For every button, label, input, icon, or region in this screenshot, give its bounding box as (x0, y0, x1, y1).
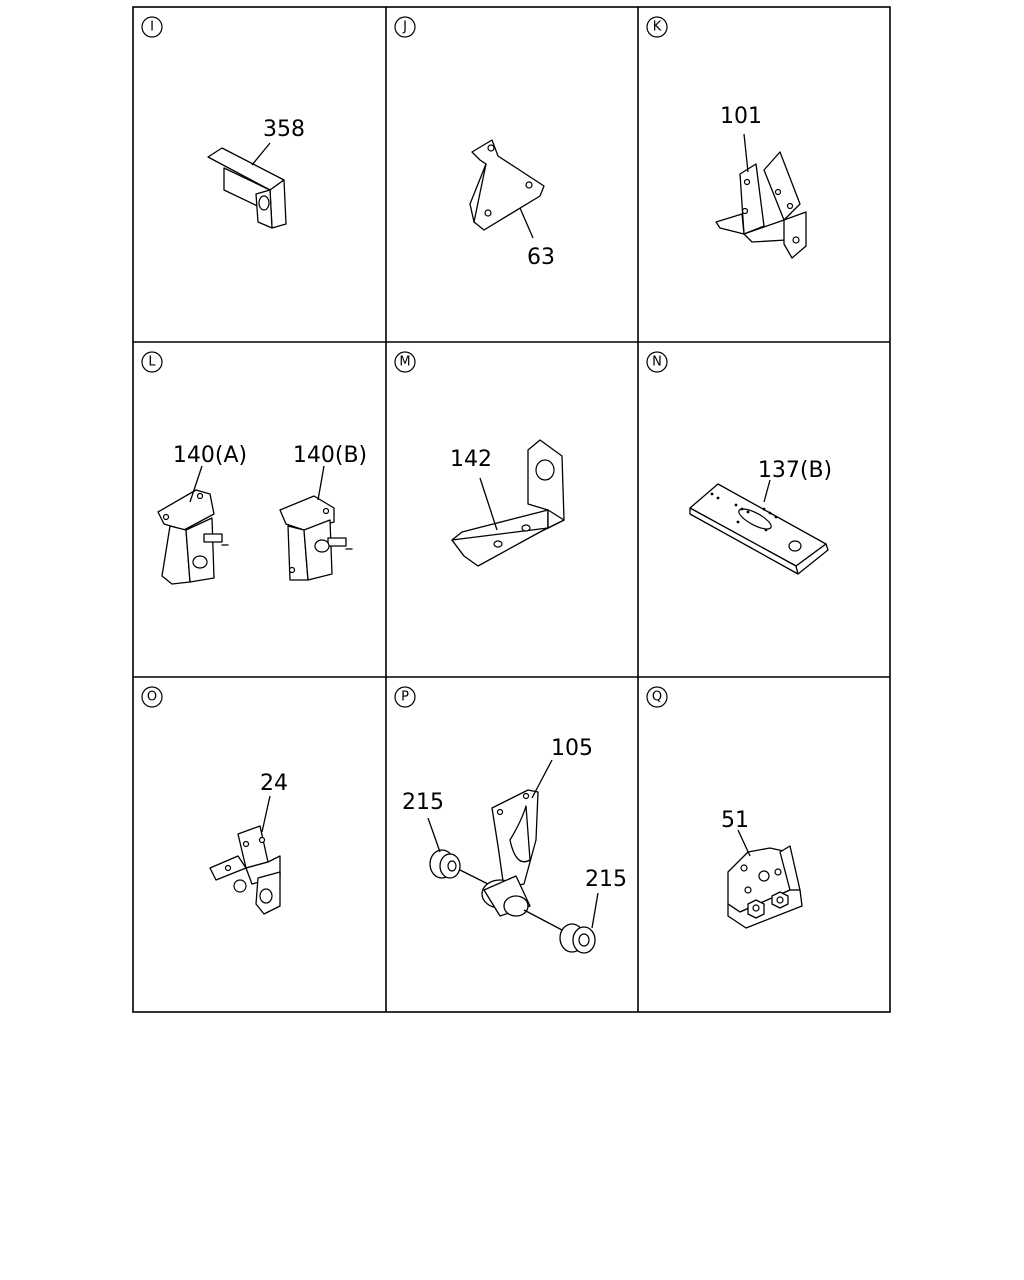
part-number-label: 358 (263, 117, 305, 142)
panel-letter-n: N (646, 351, 668, 373)
part-number-label: 24 (260, 771, 288, 796)
part-number-label: 101 (720, 104, 762, 129)
panel-letter-text: N (652, 355, 662, 370)
panel-letter-text: O (147, 690, 157, 705)
panel-q: Q 51 (646, 686, 803, 929)
part-number-label: 137(B) (758, 458, 832, 483)
panel-letter-text: P (401, 690, 409, 705)
panel-letter-q: Q (646, 686, 668, 708)
shackle-bracket-part (481, 789, 539, 917)
panel-letter-text: J (402, 20, 407, 35)
part-number-label: 105 (551, 736, 593, 761)
part-number-label: 142 (450, 447, 492, 472)
mounting-bracket-part (715, 151, 807, 259)
part-number-label: 215 (585, 867, 627, 892)
part-number-label: 140(A) (173, 443, 247, 468)
offset-bracket-part (469, 139, 545, 231)
panel-letter-k: K (646, 16, 668, 38)
panel-n: N 137(B) (646, 351, 832, 575)
panel-i: I 358 (141, 16, 305, 229)
panel-letter-j: J (394, 16, 416, 38)
panel-letter-o: O (141, 686, 163, 708)
part-number-label: 63 (527, 245, 555, 270)
panel-letter-l: L (141, 351, 163, 373)
panel-letter-text: M (399, 355, 410, 370)
panel-letter-text: I (150, 20, 154, 35)
angle-bracket-part (207, 147, 287, 229)
panel-l: L 140(A) 140(B) (141, 351, 367, 585)
nut-part (747, 891, 789, 919)
panel-m: M 142 (394, 351, 565, 567)
panel-letter-i: I (141, 16, 163, 38)
panel-p: P 105 215 215 (394, 686, 627, 954)
bushing-part-left (429, 849, 489, 885)
spring-hanger-b-part (279, 495, 353, 581)
support-bracket-part (727, 845, 803, 929)
part-number-label: 140(B) (293, 443, 367, 468)
panel-letter-p: P (394, 686, 416, 708)
panel-o: O 24 (141, 686, 288, 915)
bushing-part-right (523, 909, 596, 954)
part-number-label: 51 (721, 808, 749, 833)
panel-letter-text: L (148, 355, 156, 370)
l-bracket-part (451, 439, 565, 567)
grid-frame (132, 6, 891, 1013)
part-number-label: 215 (402, 790, 444, 815)
panel-letter-text: Q (652, 690, 662, 705)
panel-j: J 63 (394, 16, 555, 270)
panel-k: K 101 (646, 16, 807, 259)
cross-member-part (689, 483, 829, 575)
panel-letter-m: M (394, 351, 416, 373)
panel-letter-text: K (653, 20, 662, 35)
spring-hanger-a-part (157, 489, 229, 585)
hanger-bracket-part (209, 825, 281, 915)
